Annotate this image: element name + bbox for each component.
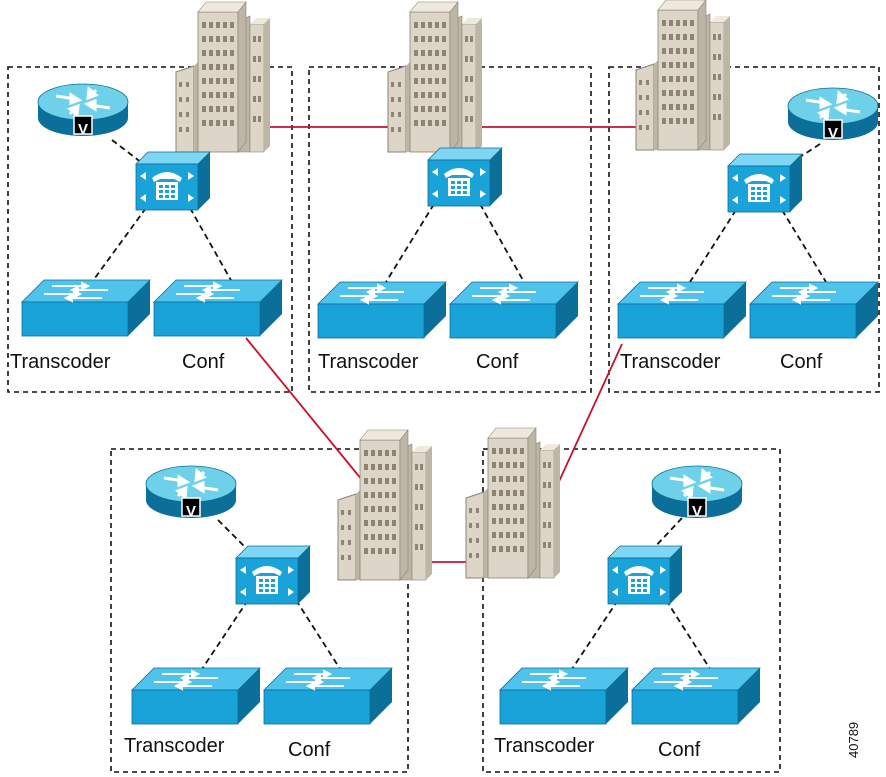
switch-icon [131, 667, 261, 725]
building-icon [337, 429, 433, 581]
router-badge: V [692, 503, 702, 520]
switch-icon [21, 279, 151, 337]
conf-label: Conf [182, 351, 225, 373]
wan-link-3-5 [555, 343, 623, 489]
wan-link-1-4 [245, 337, 363, 481]
switch-icon [153, 279, 283, 337]
transcoder-label: Transcoder [620, 351, 721, 373]
transcoder-label: Transcoder [10, 351, 111, 373]
transcoder-label: Transcoder [494, 735, 595, 757]
ip-phone-gateway-icon [427, 147, 503, 207]
site-4-boundary [110, 448, 409, 773]
site-1-boundary [7, 66, 293, 393]
figure-id: 40789 [846, 722, 861, 758]
switch-icon [449, 281, 579, 339]
conf-label: Conf [476, 351, 519, 373]
switch-icon [617, 281, 747, 339]
ip-phone-gateway-icon [135, 151, 211, 211]
switch-icon [499, 667, 629, 725]
transcoder-label: Transcoder [318, 351, 419, 373]
switch-icon [749, 281, 879, 339]
router-badge: V [828, 125, 838, 142]
switch-icon [631, 667, 761, 725]
ip-phone-gateway-icon [235, 545, 311, 605]
conf-label: Conf [658, 739, 701, 761]
router-badge: V [186, 503, 196, 520]
router-badge: V [78, 121, 88, 138]
switch-icon [317, 281, 447, 339]
conf-label: Conf [780, 351, 823, 373]
site-2-boundary [308, 66, 592, 393]
transcoder-label: Transcoder [124, 735, 225, 757]
conf-label: Conf [288, 739, 331, 761]
site-3-boundary [608, 66, 880, 393]
switch-icon [263, 667, 393, 725]
building-icon [465, 427, 561, 579]
site-5-boundary [482, 448, 781, 773]
ip-phone-gateway-icon [607, 545, 683, 605]
building-icon [387, 1, 483, 153]
building-icon [635, 0, 731, 151]
ip-phone-gateway-icon [727, 153, 803, 213]
building-icon [175, 1, 271, 153]
